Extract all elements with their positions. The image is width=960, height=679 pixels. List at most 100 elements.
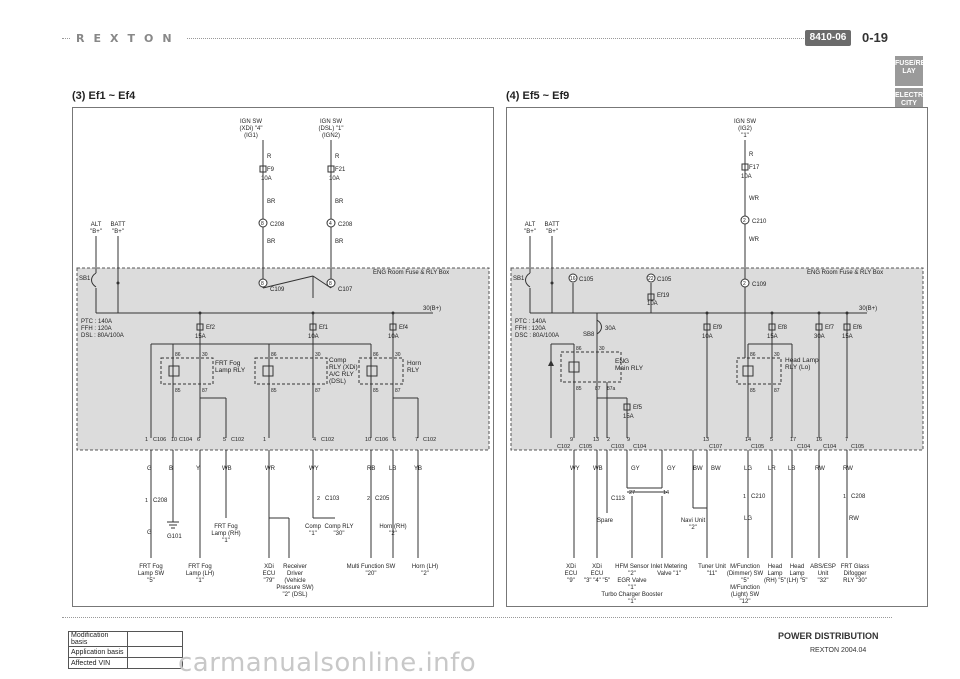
left-fuse-ef1: Ef1 xyxy=(319,325,329,331)
left-r3-pin86: 86 xyxy=(373,352,379,358)
right-c208-label: C208 xyxy=(851,494,866,500)
left-r1-pin30: 30 xyxy=(202,352,208,358)
left-conn-c106-a: C106 xyxy=(153,437,166,443)
left-fuse-ef4-rating: 10A xyxy=(388,334,399,340)
left-conn-c106-b: C106 xyxy=(375,437,388,443)
left-pin-8b: 8 xyxy=(261,281,264,287)
left-ign2-label: IGN SW xyxy=(320,119,342,125)
header-rule xyxy=(62,38,822,40)
left-r3-pin85: 85 xyxy=(373,388,379,394)
right-bottom-hfm-2: "2" xyxy=(628,571,636,577)
left-c103-label: C103 xyxy=(325,496,340,502)
left-relay-horn-sub: RLY xyxy=(407,367,420,374)
right-wire-rw3: RW xyxy=(849,516,859,522)
right-bus-label: 30(B+) xyxy=(859,306,877,312)
right-wire-bw2: BW xyxy=(711,466,721,472)
left-diagram-title: (3) Ef1 ~ Ef4 xyxy=(72,90,136,102)
left-wire-br3: BR xyxy=(267,239,276,245)
left-batt-pin: "B+" xyxy=(112,229,124,235)
right-relay-head-label: Head Lamp xyxy=(785,357,819,364)
right-c210b-pin: 1 xyxy=(743,494,746,500)
right-conn-pin-13b: 13 xyxy=(703,437,709,443)
left-bottom-hornlh-1: Horn (LH) xyxy=(412,564,438,570)
right-c109-label: C109 xyxy=(752,282,767,288)
right-conn-pin-9b: 9 xyxy=(627,437,630,443)
section-code-badge: 8410-06 xyxy=(805,30,851,46)
right-conn-pin-13: 13 xyxy=(593,437,599,443)
left-conn-pin-7: 7 xyxy=(415,437,418,443)
left-fuse-box-region xyxy=(76,267,490,451)
right-fuse-f17: F17 xyxy=(749,165,760,171)
left-wire-rb: RB xyxy=(367,466,375,472)
left-comp-label: Comp xyxy=(305,524,322,530)
right-bottom-abs-3: "32" xyxy=(818,578,829,584)
left-bottom-foglh-2: Lamp (LH) xyxy=(186,571,214,577)
left-bus-label: 30(B+) xyxy=(423,306,441,312)
right-bottom-abs-2: Unit xyxy=(818,571,829,577)
right-diagram-panel: ENG Room Fuse & RLY Box IGN SW (IG2) "1"… xyxy=(506,107,928,607)
left-relay-horn-label: Horn xyxy=(407,360,421,367)
left-wire-wy: WY xyxy=(309,466,319,472)
right-bottom-xdi2-2: ECU xyxy=(591,571,604,577)
right-conn-c104-c: C104 xyxy=(823,444,836,450)
right-bottom-mf-5: (Light) SW xyxy=(731,592,760,598)
right-r1-pin86: 86 xyxy=(576,346,582,352)
right-bottom-turbo-2: "1" xyxy=(628,599,636,605)
left-ign2-pin: (DSL) "1" xyxy=(319,126,344,132)
left-conn-c208-b: C208 xyxy=(338,222,353,228)
right-bottom-xdi1-3: "9" xyxy=(567,578,575,584)
left-ign1-pin: (XDi) "4" xyxy=(240,126,263,132)
right-fuse-ef5: Ef5 xyxy=(633,405,643,411)
left-fuse-ef2-rating: 15A xyxy=(195,334,206,340)
right-c105a-label: C105 xyxy=(579,277,594,283)
left-hornrh-label: Horn (RH) xyxy=(379,524,406,530)
right-bottom-hlrh-1: Head xyxy=(768,564,782,570)
right-fuse-ef7-rating: 30A xyxy=(814,334,825,340)
left-conn-c102-a: C102 xyxy=(231,437,244,443)
right-c208-pin: 1 xyxy=(843,494,846,500)
right-fuse-ef6-rating: 15A xyxy=(842,334,853,340)
left-bottom-recv-2: Driver xyxy=(287,571,303,577)
right-r2-pin85: 85 xyxy=(750,388,756,394)
left-wiring-diagram: ENG Room Fuse & RLY Box IGN SW (XDi) "4"… xyxy=(76,119,490,598)
left-c208b-label: C208 xyxy=(153,498,168,504)
left-comp-pin: "1" xyxy=(309,531,317,537)
footer-rule xyxy=(62,617,892,618)
right-wiring-diagram: ENG Room Fuse & RLY Box IGN SW (IG2) "1"… xyxy=(510,119,924,605)
mod-basis-label: Modification basis xyxy=(68,631,128,647)
left-ign2-circuit: (IGN2) xyxy=(322,133,340,139)
left-wire-br2: BR xyxy=(335,199,344,205)
left-conn-c102-c: C102 xyxy=(423,437,436,443)
right-conn-pin-5: 5 xyxy=(770,437,773,443)
right-fuse-ef5-rating: 15A xyxy=(623,414,634,420)
tab-fuse-relay[interactable]: FUSE/RE LAY xyxy=(895,56,925,86)
right-fuse-sb8-rating: 30A xyxy=(605,326,616,332)
right-bottom-hllh-2: Lamp xyxy=(789,571,805,577)
right-alt-pin: "B+" xyxy=(524,229,536,235)
right-fuse-ef7: Ef7 xyxy=(825,325,835,331)
left-bottom-fogsw-3: "5" xyxy=(147,578,155,584)
left-c208b-pin: 1 xyxy=(145,498,148,504)
right-wire-wy: WY xyxy=(570,466,580,472)
left-r2-pin30: 30 xyxy=(315,352,321,358)
left-bottom-mfsw-2: "20" xyxy=(366,571,377,577)
right-navi-label: Navi Unit xyxy=(681,518,706,524)
right-batt-pin: "B+" xyxy=(546,229,558,235)
left-comprly-pin: "30" xyxy=(334,531,345,537)
left-conn-c107: C107 xyxy=(338,287,353,293)
left-fogrh-label: FRT Fog xyxy=(214,524,237,530)
left-wire-b: B xyxy=(169,466,173,472)
left-ffh-rating: FFH : 120A xyxy=(81,326,112,332)
left-wire-br1: BR xyxy=(267,199,276,205)
left-fuse-sb1: SB1 xyxy=(79,276,91,282)
left-relay-fog-sub: Lamp RLY xyxy=(215,367,246,374)
right-bottom-xdi1-2: ECU xyxy=(565,571,578,577)
right-c113-pin27: 27 xyxy=(629,490,635,496)
app-basis-value xyxy=(127,646,183,658)
left-bottom-foglh-3: "1" xyxy=(196,578,204,584)
right-fuse-ef8: Ef8 xyxy=(778,325,788,331)
right-conn-c103: C103 xyxy=(611,444,624,450)
left-relay-comp-label: Comp xyxy=(329,357,347,364)
right-batt-label: BATT xyxy=(545,222,560,228)
left-batt-label: BATT xyxy=(111,222,126,228)
